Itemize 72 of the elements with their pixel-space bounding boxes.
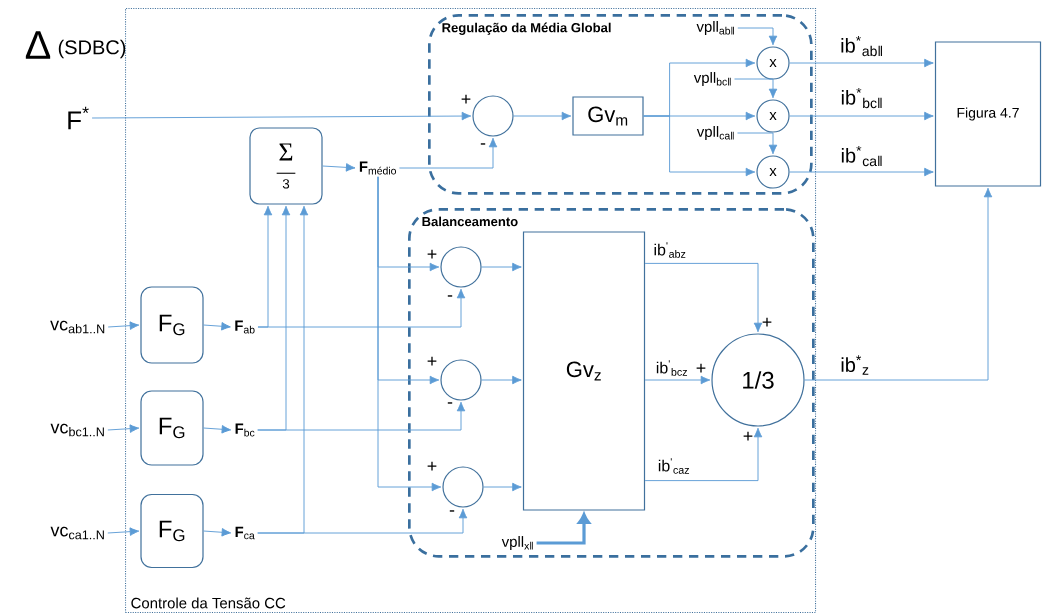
arrow — [322, 163, 356, 172]
signal-label: vc$_{bc1..N}$ — [50, 423, 104, 437]
arrow — [257, 401, 466, 431]
edge-label: ib$^{*}$z — [841, 355, 869, 375]
transfer-box: Gv$_{z}$ — [522, 231, 646, 511]
arrow — [107, 321, 140, 330]
title: Δ — [25, 31, 51, 59]
arrow — [644, 427, 763, 482]
arrow — [203, 425, 232, 434]
arrow — [107, 424, 140, 433]
title: (SDBC) — [58, 39, 126, 59]
sum-circle — [440, 359, 482, 401]
sum-circle — [472, 95, 514, 137]
signal-label: vc$_{ca1..N}$ — [50, 526, 104, 540]
signal-label: F$_{ca}$ — [235, 526, 255, 540]
arrow — [734, 78, 778, 99]
arrow — [643, 115, 756, 177]
arrow — [203, 528, 232, 537]
filter-box: F$_{G}$ — [140, 390, 204, 466]
sign-label: + — [427, 356, 437, 366]
signal-label: vpll$_{bc‖}$ — [693, 72, 731, 86]
edge-label: ib$^{*}$bc‖ — [841, 87, 882, 109]
signal-label: vpll$_{ab‖}$ — [696, 21, 734, 35]
arrow — [257, 508, 468, 534]
arrow — [513, 111, 572, 121]
arrow — [804, 187, 993, 381]
arrow — [737, 27, 778, 46]
filter-box: F$_{G}$ — [140, 286, 204, 364]
sign-label: + — [427, 249, 437, 259]
arrow — [789, 111, 934, 121]
arrow — [91, 111, 472, 121]
arrow — [107, 527, 140, 536]
arrow — [789, 167, 934, 177]
arrow — [481, 375, 522, 385]
sign-label: + — [696, 363, 706, 373]
arrow — [257, 288, 466, 328]
signal-label: vpll$_{ca‖}$ — [696, 126, 734, 140]
signal-label: F$_{ab}$ — [235, 320, 255, 334]
signal-label: F$_{médio}$ — [359, 161, 396, 175]
signal-label: vc$_{ab1..N}$ — [50, 320, 105, 334]
arrow — [398, 137, 498, 169]
edge-label: ib$^{*}$ab‖ — [841, 35, 882, 57]
mean-box: Σ 3 — [249, 127, 323, 205]
arrow — [536, 512, 591, 545]
sign-label: - — [447, 295, 453, 297]
sign-label: + — [427, 461, 437, 471]
arrow — [481, 262, 522, 272]
signal-label: F$^{*}$ — [68, 106, 89, 130]
edge-label: ib$^{*}$ca‖ — [841, 145, 882, 167]
reference-box: Figura 4.7 — [934, 41, 1042, 187]
arrow — [483, 482, 522, 492]
arrow — [789, 58, 934, 68]
arrow — [737, 132, 778, 155]
sign-label: + — [762, 317, 772, 327]
edge-label: ib$^{'}$caz — [658, 458, 689, 474]
edge-label: ib$^{'}$abz — [654, 242, 686, 258]
sign-label: + — [461, 94, 471, 104]
sign-label: + — [743, 431, 753, 441]
arrow — [644, 262, 763, 333]
arrow — [203, 322, 231, 331]
edge-label: ib$^{'}$bcz — [656, 360, 688, 376]
signal-label: vpll$_{x‖}$ — [501, 536, 533, 550]
signal-label: F$_{bc}$ — [235, 423, 255, 437]
sign-label: - — [449, 510, 455, 512]
arrow — [377, 176, 442, 492]
sum-circle — [442, 466, 484, 508]
filter-box: F$_{G}$ — [140, 493, 204, 569]
arrow — [644, 375, 711, 385]
sum-circle — [440, 246, 482, 288]
transfer-box: Gv$_{m}$ — [572, 96, 644, 136]
sign-label: - — [447, 402, 453, 404]
sign-label: - — [480, 143, 486, 145]
